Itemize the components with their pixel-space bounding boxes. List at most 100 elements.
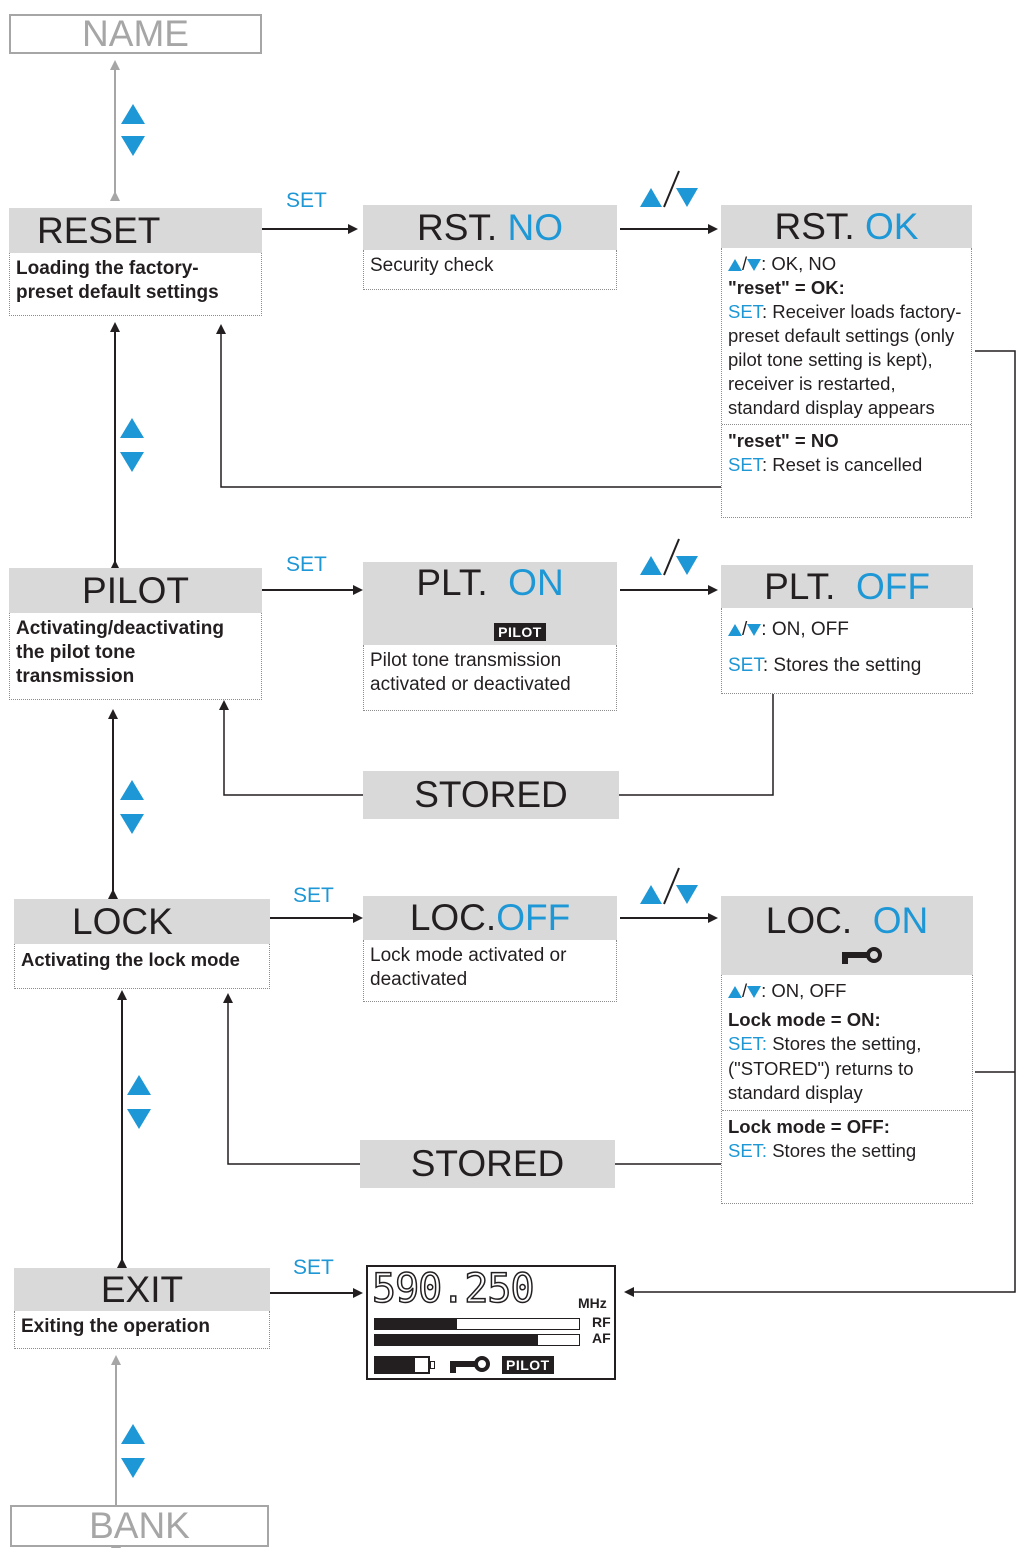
rst-ok-options: : OK, NO [761,253,837,274]
up-arrow-icon[interactable] [120,418,144,438]
down-arrow-icon [676,556,698,575]
loc-on-options: : ON, OFF [761,980,847,1001]
battery-fill [376,1358,415,1372]
plt-off-selector: / : ON, OFF [728,612,966,648]
display-unit: MHz [578,1295,607,1311]
menu-lock-desc: Activating the lock mode [14,944,270,989]
menu-bank-box[interactable]: BANK [10,1505,269,1547]
af-label: AF [592,1330,611,1346]
plt-off-desc: / : ON, OFF SET: Stores the setting [721,608,973,694]
set-label: SET [293,884,334,907]
down-arrow-icon[interactable] [121,136,145,156]
stored-box: STORED [363,771,619,819]
pilot-badge: PILOT [494,623,546,641]
plt-on-box: PLT. ON PILOT [363,562,617,645]
loc-on-prefix: LOC. [765,900,853,941]
rst-no-box: RST. NO [363,205,617,250]
up-arrow-icon [728,259,742,272]
key-icon [842,947,882,964]
loc-off-section: Lock mode = OFF: SET: Stores the setting [722,1109,972,1164]
up-arrow-icon[interactable] [120,780,144,800]
menu-pilot-box[interactable]: PILOT [9,568,262,613]
rf-meter-fill [375,1319,457,1329]
menu-reset-label: RESET [37,209,161,251]
set-keyword: SET [728,301,762,322]
menu-exit-desc: Exiting the operation [14,1311,270,1349]
up-arrow-icon[interactable] [121,104,145,124]
standard-display: 590.250 MHz RF AF PILOT [366,1265,616,1380]
rst-ok-box: RST. OK [721,205,972,248]
set-keyword: SET: [728,1140,768,1161]
menu-name-box[interactable]: NAME [9,13,262,54]
af-meter-fill [375,1335,539,1345]
down-arrow-icon[interactable] [120,814,144,834]
plt-on-prefix: PLT. [416,562,488,603]
menu-lock-label: LOCK [72,900,173,942]
loc-off-action: SET: Stores the setting [728,1139,966,1164]
down-arrow-icon[interactable] [121,1458,145,1478]
af-meter [374,1334,580,1346]
loc-off-box: LOC.OFF [363,896,617,940]
loc-on-value: ON [872,900,929,941]
rst-no-section: "reset" = NO SET: Reset is cancelled [722,424,971,477]
rst-no-value: NO [507,206,563,248]
menu-pilot-desc: Activating/deactivating the pilot tone t… [9,613,262,700]
rst-ok-action: SET: Receiver loads factory-preset defau… [728,300,965,420]
battery-icon [374,1356,430,1374]
rst-ok-heading: "reset" = OK: [728,277,845,298]
down-arrow-icon[interactable] [120,452,144,472]
up-arrow-icon[interactable] [121,1424,145,1444]
rst-ok-prefix: RST. [774,205,855,247]
down-arrow-icon [747,259,762,272]
down-arrow-icon [747,623,762,636]
plt-off-value: OFF [855,565,930,607]
up-arrow-icon [728,623,742,636]
down-arrow-icon [676,885,698,904]
plt-on-title: PLT. ON [416,562,563,604]
set-label: SET [286,553,327,576]
plt-on-value: ON [508,562,564,603]
down-arrow-icon[interactable] [127,1109,151,1129]
set-keyword: SET [728,655,763,676]
loc-on-selector: /: ON, OFF [728,979,966,1004]
plt-off-action-text: : Stores the setting [762,655,922,676]
set-label: SET [286,189,327,212]
set-keyword: SET [728,454,762,475]
up-arrow-icon[interactable] [127,1075,151,1095]
loc-on-action-text: Stores the setting, ("STORED") returns t… [728,1033,922,1103]
menu-lock-box[interactable]: LOCK [14,899,270,944]
up-arrow-icon [640,188,662,207]
menu-pilot-label: PILOT [82,569,189,611]
pilot-badge: PILOT [502,1356,554,1374]
selector-separator: / [742,619,748,640]
rst-ok-selector: /: OK, NO [728,252,965,276]
plt-off-box: PLT. OFF [721,565,973,608]
menu-reset-desc: Loading the factory-preset default setti… [9,253,262,316]
loc-on-heading: Lock mode = ON: [728,1008,881,1030]
rst-no-prefix: RST. [417,206,498,248]
menu-name-label: NAME [82,13,189,54]
loc-on-action: SET: Stores the setting, ("STORED") retu… [728,1032,966,1106]
set-keyword: SET: [728,1033,768,1054]
rst-ok-desc: /: OK, NO "reset" = OK: SET: Receiver lo… [721,248,972,518]
rf-label: RF [592,1314,611,1330]
menu-exit-box[interactable]: EXIT [14,1268,270,1311]
display-frequency: 590.250 [371,1266,535,1312]
down-arrow-icon [676,188,698,207]
loc-on-desc: /: ON, OFF Lock mode = ON: SET: Stores t… [721,975,973,1204]
rst-no-desc: Security check [363,250,617,290]
plt-off-options: : ON, OFF [761,619,849,640]
menu-bank-label: BANK [89,1505,190,1546]
stored-label: STORED [410,1143,565,1184]
menu-reset-box[interactable]: RESET [9,208,262,253]
down-arrow-icon [747,986,762,999]
loc-off-action-text: Stores the setting [767,1140,917,1161]
plt-off-action: SET: Stores the setting [728,648,966,684]
up-arrow-icon [640,885,662,904]
loc-off-heading: Lock mode = OFF: [728,1115,890,1137]
loc-off-desc: Lock mode activated or deactivated [363,940,617,1002]
up-arrow-icon [728,986,742,999]
loc-off-prefix: LOC. [409,897,497,938]
loc-on-box: LOC. ON [721,896,973,975]
